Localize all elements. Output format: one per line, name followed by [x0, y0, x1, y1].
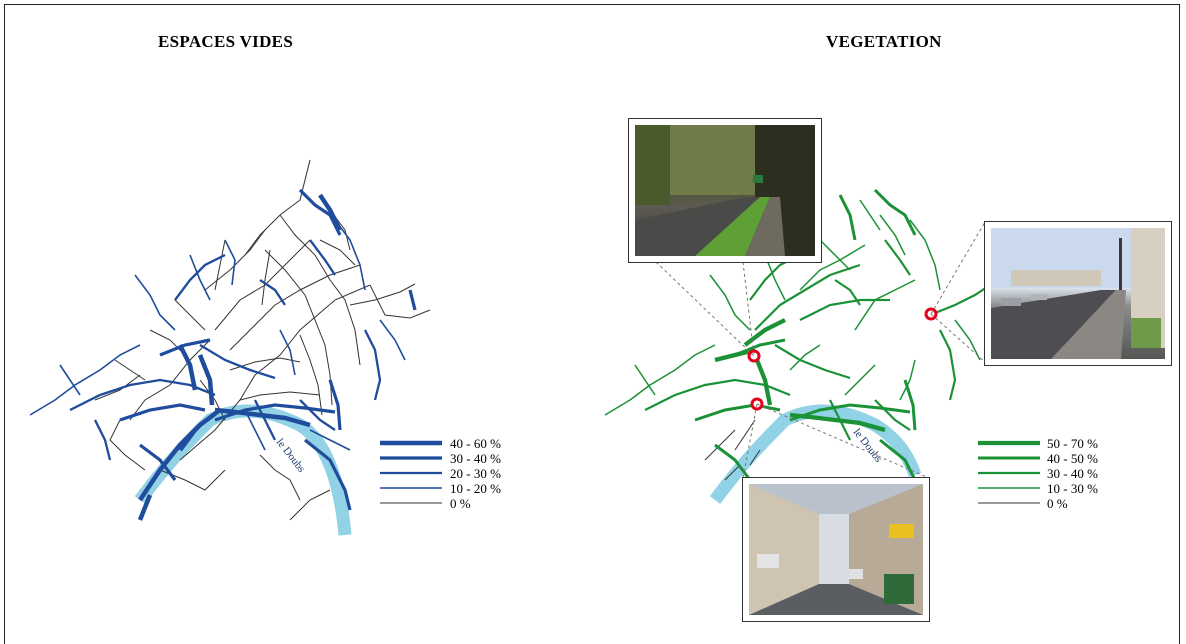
left-legend-swatches — [380, 440, 442, 504]
left-map-title: ESPACES VIDES — [158, 32, 294, 51]
left-legend-item: 20 - 30 % — [450, 465, 501, 481]
right-map-title: VEGETATION — [826, 32, 942, 51]
right-legend-item: 40 - 50 % — [1047, 450, 1098, 466]
left-legend-item: 0 % — [450, 495, 471, 511]
left-streets-40-60 — [137, 193, 343, 521]
right-legend-item: 50 - 70 % — [1047, 435, 1098, 451]
right-photo-leaders — [655, 221, 986, 479]
wide-street-scene — [991, 228, 1165, 359]
left-minor-streets — [94, 159, 431, 521]
left-river — [134, 404, 352, 536]
left-legend-item: 10 - 20 % — [450, 480, 501, 496]
left-legend: 40 - 60 % 30 - 40 % 20 - 30 % 10 - 20 % … — [450, 436, 501, 511]
right-minor-streets — [704, 419, 761, 481]
photo-wide-street — [984, 221, 1172, 366]
left-legend-item: 40 - 60 % — [450, 435, 501, 451]
right-streets-40-50 — [694, 188, 922, 491]
right-street-map: le Doubs — [604, 188, 991, 504]
left-river-label: le Doubs — [274, 436, 308, 474]
left-legend-item: 30 - 40 % — [450, 450, 501, 466]
left-street-map: le Doubs — [29, 159, 431, 536]
right-legend-swatches — [978, 440, 1040, 504]
town-street-scene — [749, 484, 923, 615]
right-legend-item: 10 - 30 % — [1047, 480, 1098, 496]
avenue-scene — [635, 125, 815, 256]
photo-tree-lined-avenue — [628, 118, 822, 263]
right-legend: 50 - 70 % 40 - 50 % 30 - 40 % 10 - 30 % … — [1047, 436, 1098, 511]
page-frame — [4, 4, 1180, 644]
left-streets-10-20 — [29, 219, 406, 451]
right-legend-item: 0 % — [1047, 495, 1068, 511]
right-legend-item: 30 - 40 % — [1047, 465, 1098, 481]
right-streets-10-30 — [604, 199, 981, 416]
photo-town-street — [742, 477, 930, 622]
